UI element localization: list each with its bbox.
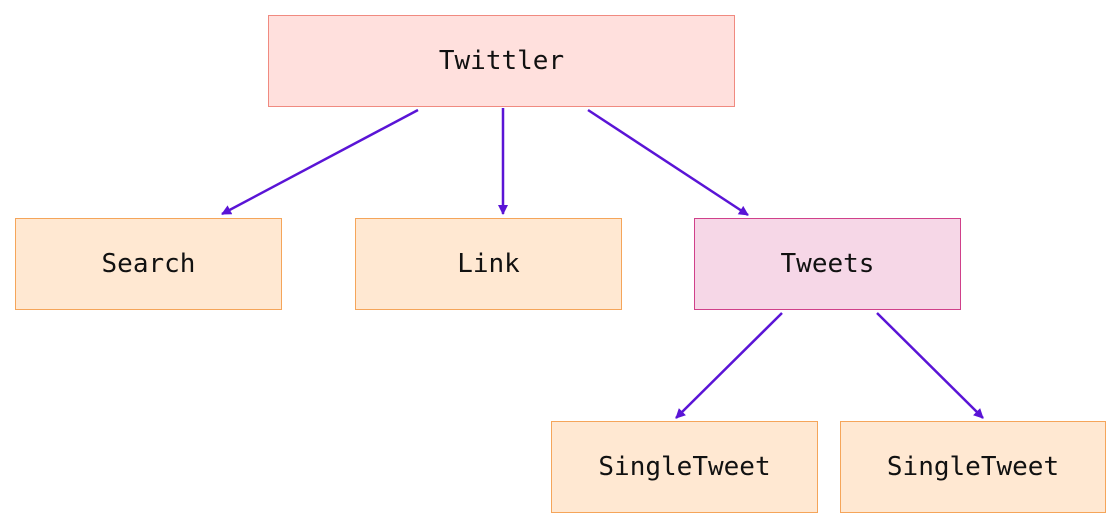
edge-twittler-search bbox=[221, 108, 419, 216]
node-single-tweet-1: SingleTweet bbox=[551, 421, 818, 513]
edge-tweets-single-tweet-1 bbox=[675, 312, 783, 419]
node-label: SingleTweet bbox=[886, 452, 1060, 482]
node-tweets: Tweets bbox=[694, 218, 961, 310]
node-link: Link bbox=[355, 218, 622, 310]
node-label: Twittler bbox=[438, 46, 565, 76]
node-label: SingleTweet bbox=[598, 452, 771, 482]
node-twittler: Twittler bbox=[268, 15, 735, 107]
node-label: Tweets bbox=[780, 249, 875, 279]
edge-tweets-single-tweet-2 bbox=[876, 312, 984, 419]
node-search: Search bbox=[15, 218, 282, 310]
node-single-tweet-2: SingleTweet bbox=[840, 421, 1106, 513]
edge-twittler-tweets bbox=[587, 108, 749, 217]
node-label: Link bbox=[457, 249, 520, 279]
node-label: Search bbox=[101, 249, 196, 279]
